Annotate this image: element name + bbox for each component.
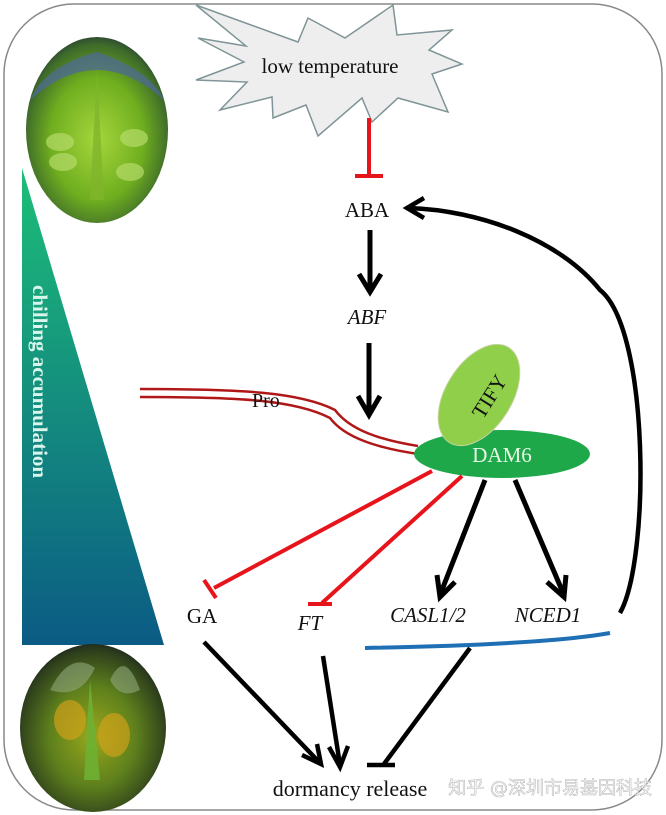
inhibit-lowtemp-aba xyxy=(355,118,383,178)
abf-node: ABF xyxy=(346,305,387,329)
dormant-bud-image xyxy=(26,37,168,223)
ga-node: GA xyxy=(187,604,218,628)
inhibit-dam6-ga xyxy=(202,469,433,600)
dam6-label: DAM6 xyxy=(472,443,532,467)
ft-node: FT xyxy=(297,611,324,635)
tify-protein xyxy=(437,343,521,447)
low-temperature-burst xyxy=(195,3,465,138)
arrow-nced-aba-feedback xyxy=(402,196,643,615)
released-bud-image xyxy=(20,644,166,812)
inhibit-group-dormancy xyxy=(367,646,472,768)
casl-node: CASL1/2 xyxy=(390,603,466,627)
inhibit-dam6-ft xyxy=(308,474,464,606)
watermark: 知乎 @深圳市易基因科技 xyxy=(448,778,652,799)
arrow-ga-dormancy xyxy=(202,640,325,768)
promoter-label: Pro xyxy=(252,390,280,412)
arrow-dam6-nced xyxy=(512,479,569,603)
low-temperature-label: low temperature xyxy=(261,54,398,78)
nced-node: NCED1 xyxy=(514,603,582,627)
arrow-abf-promoter xyxy=(355,343,383,420)
arrow-dam6-casl xyxy=(434,479,488,603)
dormancy-release-node: dormancy release xyxy=(273,776,428,801)
casl-nced-group-bracket xyxy=(364,631,611,650)
chilling-accumulation-label: chilling accumulation xyxy=(28,285,52,478)
aba-node: ABA xyxy=(345,198,390,222)
chilling-gradient-triangle xyxy=(22,168,164,645)
arrow-aba-abf xyxy=(356,230,384,297)
arrow-ft-dormancy xyxy=(320,655,351,773)
outer-frame xyxy=(3,3,663,811)
dam6-promoter-line xyxy=(139,387,419,456)
